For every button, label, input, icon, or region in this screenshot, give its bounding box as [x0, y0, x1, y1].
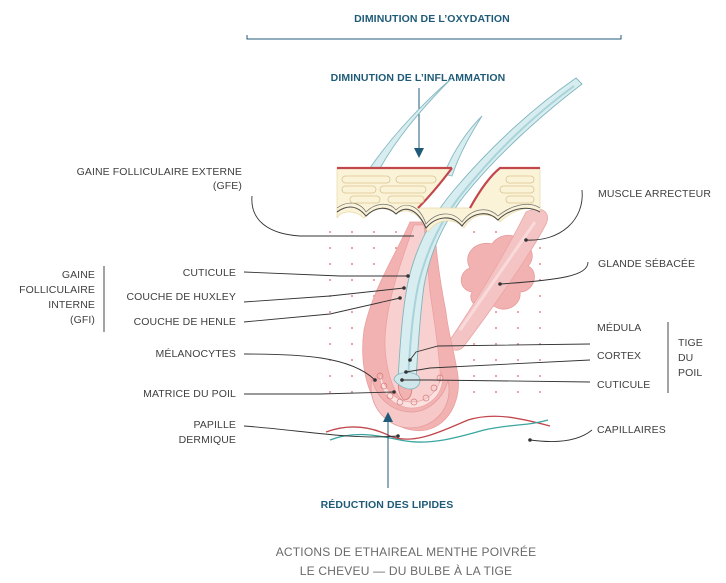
oxidation-bracket: [247, 35, 621, 39]
dermis-dot: [539, 327, 541, 329]
dermis-dot: [495, 375, 497, 377]
label-cuticule-left: CUTICULE: [183, 267, 236, 279]
dermis-dot: [373, 279, 375, 281]
dermis-dot: [473, 375, 475, 377]
caption-line1: ACTIONS DE ETHAIREAL MENTHE POIVRÉE: [276, 544, 537, 559]
oxidation-header: DIMINUTION DE L’OXYDATION: [354, 13, 510, 25]
label-muscle: MUSCLE ARRECTEUR: [598, 188, 711, 200]
dermis-dot: [517, 311, 519, 313]
dermis-dot: [473, 359, 475, 361]
label-henle: COUCHE DE HENLE: [134, 316, 236, 328]
dermis-dot: [373, 247, 375, 249]
dermis-dot: [539, 375, 541, 377]
dermis-dot: [539, 359, 541, 361]
label-huxley: COUCHE DE HUXLEY: [126, 291, 236, 303]
dermis-dot: [495, 327, 497, 329]
dermis-dot: [473, 231, 475, 233]
dermis-dot: [351, 311, 353, 313]
dermis-dot: [517, 375, 519, 377]
label-papille-2: DERMIQUE: [179, 434, 236, 446]
dermis-dot: [351, 295, 353, 297]
dermis-dot: [495, 311, 497, 313]
label-melanocytes: MÉLANOCYTES: [156, 347, 236, 360]
dermis-dot: [329, 263, 331, 265]
dermis-dot: [495, 391, 497, 393]
label-medula: MÉDULA: [597, 321, 641, 334]
inflammation-arrowhead: [414, 148, 424, 158]
dermis-dot: [329, 279, 331, 281]
dermis-dot: [351, 263, 353, 265]
dermis-dot: [351, 359, 353, 361]
dermis-dot: [473, 391, 475, 393]
epidermis: [337, 168, 540, 232]
lipids-header: RÉDUCTION DES LIPIDES: [321, 498, 454, 511]
dermis-dot: [351, 327, 353, 329]
dermis-dot: [351, 231, 353, 233]
dermis-dot: [539, 295, 541, 297]
dermis-dot: [329, 311, 331, 313]
dermis-dot: [495, 231, 497, 233]
label-cuticule-right: CUTICULE: [597, 379, 650, 391]
dermis-dot: [329, 343, 331, 345]
hair-left: [370, 78, 452, 172]
dermis-dot: [517, 391, 519, 393]
label-cortex: CORTEX: [597, 350, 641, 362]
label-gfe: GAINE FOLLICULAIRE EXTERNE: [77, 166, 242, 178]
leader-capillaires: [530, 430, 592, 442]
label-gfe-abbr: (GFE): [213, 180, 242, 192]
label-gfi-2: FOLLICULAIRE: [19, 284, 95, 296]
dermis-dot: [539, 311, 541, 313]
dermis-dot: [517, 359, 519, 361]
dermis-dot: [329, 375, 331, 377]
label-gfi-4: (GFI): [70, 314, 95, 326]
dermis-dot: [351, 247, 353, 249]
label-tige-2: DU: [678, 352, 693, 364]
dermis-dot: [395, 231, 397, 233]
dermis-dot: [329, 247, 331, 249]
label-tige-3: POIL: [678, 367, 702, 379]
label-papille-1: PAPILLE: [193, 419, 236, 431]
label-gfi-1: GAINE: [62, 269, 95, 281]
dermis-dot: [539, 391, 541, 393]
dermis-dot: [539, 247, 541, 249]
dermis-dot: [351, 279, 353, 281]
dermis-dot: [329, 231, 331, 233]
label-capillaires: CAPILLAIRES: [597, 424, 666, 436]
leader-melanocytes: [244, 354, 375, 380]
dermis-dot: [495, 359, 497, 361]
dermis-dot: [373, 263, 375, 265]
dermis-dot: [351, 375, 353, 377]
dermis-dot: [373, 231, 375, 233]
dermis-dot: [329, 391, 331, 393]
dermis-dot: [329, 327, 331, 329]
caption-line2: LE CHEVEU — DU BULBE À LA TIGE: [300, 563, 513, 578]
label-matrice: MATRICE DU POIL: [143, 388, 236, 400]
label-glande: GLANDE SÉBACÉE: [598, 257, 695, 270]
label-gfi-3: INTERNE: [48, 299, 95, 311]
dermis-dot: [539, 263, 541, 265]
dermis-dot: [473, 343, 475, 345]
inflammation-header: DIMINUTION DE L’INFLAMMATION: [331, 72, 506, 84]
dermis-dot: [517, 327, 519, 329]
label-tige-1: TIGE: [678, 337, 703, 349]
dermis-dot: [495, 343, 497, 345]
dermis-dot: [351, 343, 353, 345]
